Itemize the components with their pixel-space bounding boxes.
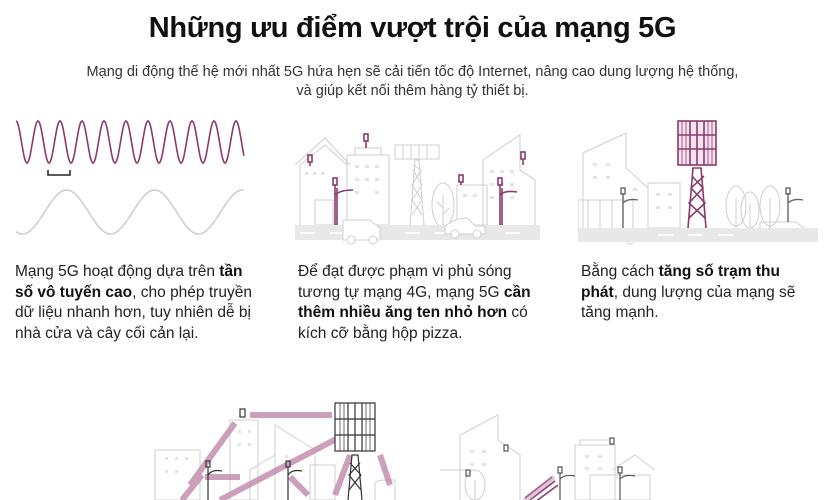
panel-2-description: Để đạt được phạm vi phủ sóng tương tự mạ…: [298, 263, 531, 342]
tower-beam-network-illustration: [150, 395, 410, 500]
subtitle-line-2: và giúp kết nối thêm hàng tỷ thiết bị.: [296, 83, 529, 99]
city-cell-tower-illustration: [578, 118, 818, 245]
subtitle-line-1: Mạng di động thế hệ mới nhất 5G hứa hẹn …: [86, 64, 739, 80]
highlight: tần số vô tuyến cao: [15, 263, 243, 301]
wavelength-bracket-icon: [47, 170, 71, 176]
city-small-antennas-illustration: [295, 120, 540, 245]
panel-1-description: Mạng 5G hoạt động dựa trên tần số vô tuy…: [15, 263, 252, 342]
tower-beam-icon: [154, 402, 396, 500]
highlight: cần thêm nhiều ăng ten nhỏ hơn: [298, 283, 531, 322]
page-title: Những ưu điểm vượt trội của mạng 5G: [148, 12, 677, 44]
cell-tower-icon: [578, 120, 818, 245]
city-antennas-icon: [295, 133, 540, 245]
highlight: tăng số trạm thu phát: [581, 263, 780, 301]
panel-3-description: Bằng cách tăng số trạm thu phát, dung lư…: [581, 263, 796, 321]
city-blocked-signal-illustration: [440, 405, 660, 500]
blocked-signal-icon: [440, 414, 656, 500]
page-subtitle: Mạng di động thế hệ mới nhất 5G hứa hẹn …: [20, 63, 805, 101]
wave-frequency-illustration: [14, 115, 249, 240]
wave-icon: [15, 120, 245, 235]
